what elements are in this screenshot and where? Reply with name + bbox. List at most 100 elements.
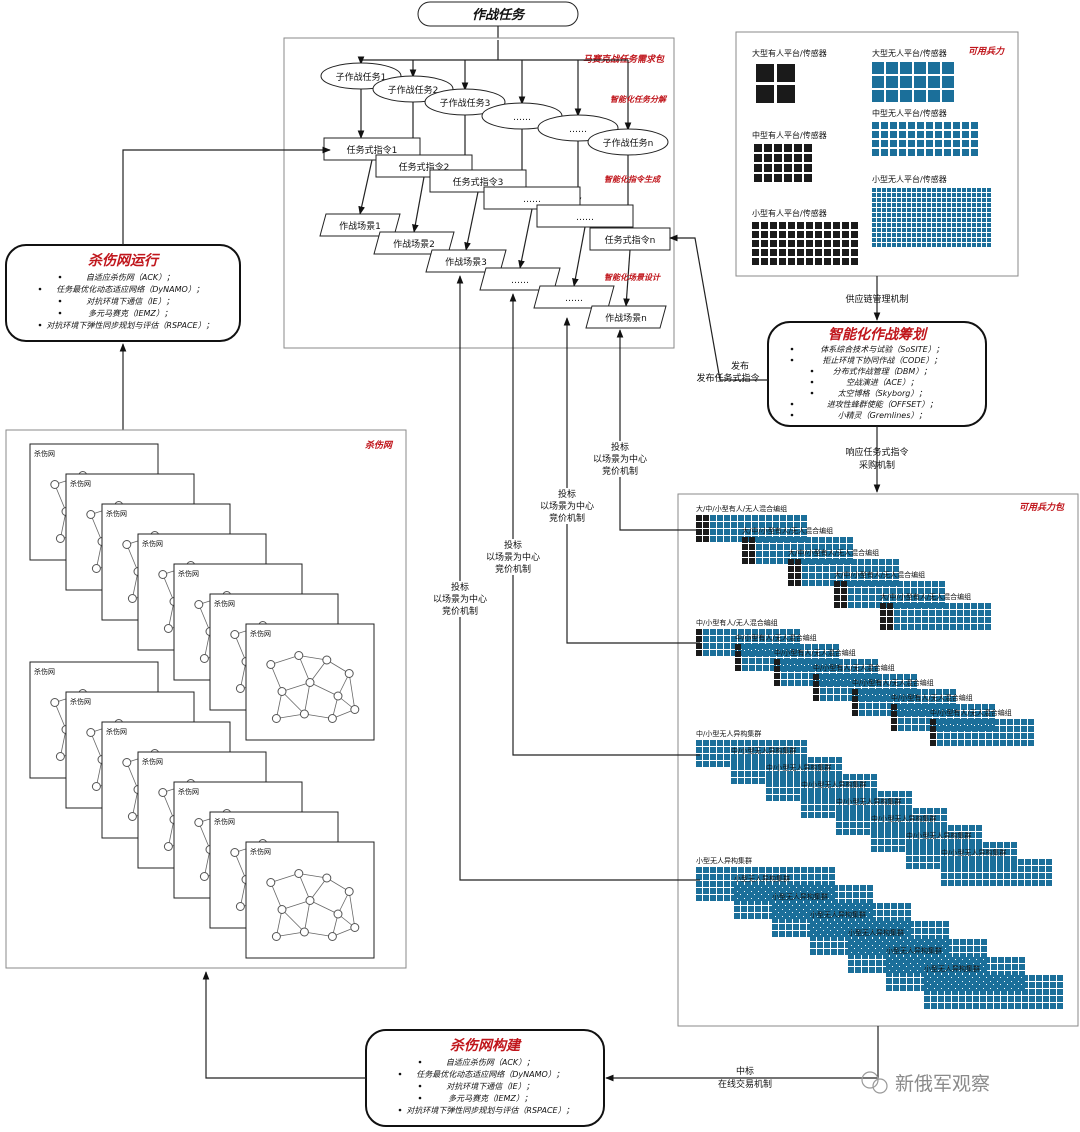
force-pack-item-label: 中/小型有人/无人混合编组 bbox=[813, 663, 895, 672]
order-label: …… bbox=[523, 195, 541, 205]
list-item: 多元马赛克（IEMZ）； bbox=[448, 1094, 532, 1103]
wechat-icon bbox=[861, 1071, 879, 1089]
list-item: 任务最优化动态适应网络（DyNAMO）； bbox=[416, 1070, 564, 1079]
step-label: 智能化任务分解 bbox=[610, 95, 668, 104]
subtask-label: 子作战任务3 bbox=[440, 97, 491, 109]
order-label: 任务式指令n bbox=[605, 234, 656, 246]
step-label: 智能化指令生成 bbox=[604, 175, 662, 184]
list-item: 多元马赛克（IEMZ）； bbox=[88, 309, 172, 318]
scene-label: …… bbox=[565, 294, 583, 304]
killweb-build-title: 杀伤网构建 bbox=[450, 1037, 522, 1054]
list-item: 对抗环境下通信（IE）； bbox=[446, 1082, 533, 1091]
planning-title: 智能化作战筹划 bbox=[828, 326, 929, 343]
list-item: 对抗环境下弹性同步规划与评估（RSPACE）； bbox=[46, 321, 213, 330]
force-category-label: 大型无人平台/传感器 bbox=[872, 48, 947, 58]
killweb-card-label: 杀伤网 bbox=[250, 629, 271, 638]
killweb-panel-label: 杀伤网 bbox=[365, 440, 394, 451]
force-pack-label: 可用兵力包 bbox=[1019, 502, 1065, 513]
force-pack-item-label: 大/中/小型有人/无人混合编组 bbox=[834, 570, 925, 579]
subtask-label: 子作战任务n bbox=[603, 137, 654, 149]
killweb-card-label: 杀伤网 bbox=[178, 787, 199, 796]
force-pack-item-label: 小型无人异构集群 bbox=[886, 946, 942, 955]
forces-grid: 大型有人平台/传感器大型无人平台/传感器中型有人平台/传感器中型无人平台/传感器… bbox=[752, 48, 991, 265]
list-item: 分布式作战管理（DBM）； bbox=[833, 367, 932, 376]
bid-label: 以场景为中心 bbox=[593, 453, 647, 465]
force-pack-item-label: 小型无人异构集群 bbox=[696, 856, 752, 865]
small-unmanned-grid bbox=[872, 188, 991, 247]
force-pack-item-label: 中/小型有人/无人混合编组 bbox=[930, 708, 1012, 717]
force-pack-item-label: 中/小型无人异构集群 bbox=[731, 746, 796, 755]
bid-labels: 投标以场景为中心竞价机制投标以场景为中心竞价机制投标以场景为中心竞价机制投标以场… bbox=[432, 441, 648, 617]
force-pack-item-label: 大/中/小型有人/无人混合编组 bbox=[788, 548, 879, 557]
forces-panel-label: 可用兵力 bbox=[968, 46, 1005, 57]
killweb-card-label: 杀伤网 bbox=[214, 599, 235, 608]
force-pack-item-label: 中/小型有人/无人混合编组 bbox=[735, 633, 817, 642]
medium-manned-grid bbox=[754, 144, 812, 182]
force-pack-groups: 大/中/小型有人/无人混合编组大/中/小型有人/无人混合编组大/中/小型有人/无… bbox=[696, 504, 1063, 1009]
subtask-label: 子作战任务2 bbox=[388, 84, 439, 96]
bid-label: 投标 bbox=[611, 441, 629, 453]
killweb-run-title: 杀伤网运行 bbox=[88, 252, 161, 269]
force-category-label: 中型有人平台/传感器 bbox=[752, 130, 827, 140]
subtask-label: 子作战任务1 bbox=[336, 71, 387, 83]
bid-label: 以场景为中心 bbox=[540, 500, 594, 512]
killweb-cards: 杀伤网杀伤网杀伤网杀伤网杀伤网杀伤网杀伤网杀伤网杀伤网杀伤网杀伤网杀伤网杀伤网杀… bbox=[29, 443, 375, 959]
watermark-text: 新俄军观察 bbox=[895, 1073, 990, 1095]
force-category-label: 中型无人平台/传感器 bbox=[872, 108, 947, 118]
scene-label: 作战场景3 bbox=[445, 256, 487, 268]
killweb-card-label: 杀伤网 bbox=[34, 667, 55, 676]
scene-node bbox=[585, 305, 667, 329]
planning-box: 智能化作战筹划 体系综合技术与试验（SoSITE）； 拒止环境下协同作战（CODE… bbox=[767, 321, 987, 427]
killweb-card-label: 杀伤网 bbox=[214, 817, 235, 826]
killweb-card-label: 杀伤网 bbox=[70, 697, 91, 706]
killweb-card-label: 杀伤网 bbox=[178, 569, 199, 578]
bid-label: 投标 bbox=[504, 539, 522, 551]
force-pack-item-label: 中/小型有人/无人混合编组 bbox=[852, 678, 934, 687]
response-label-1: 响应任务式指令 bbox=[845, 446, 908, 458]
bid-label: 以场景为中心 bbox=[486, 551, 540, 563]
force-pack-item-label: 大/中/小型有人/无人混合编组 bbox=[696, 504, 787, 513]
force-pack-item-label: 中/小型无人异构集群 bbox=[801, 780, 866, 789]
list-item: 太空博格（Skyborg）； bbox=[838, 389, 927, 398]
scene-label: …… bbox=[511, 276, 529, 286]
large-unmanned-grid bbox=[872, 62, 954, 102]
force-pack-item-label: 小型无人异构集群 bbox=[734, 874, 790, 883]
force-pack-item-label: 中/小型无人异构集群 bbox=[941, 848, 1006, 857]
killweb-card: 杀伤网 bbox=[245, 841, 375, 959]
list-item: 进攻性蜂群使能（OFFSET）； bbox=[827, 400, 938, 409]
killweb-run-box: 杀伤网运行 自适应杀伤网（ACK）；任务最优化动态适应网络（DyNAMO）；对抗… bbox=[5, 244, 241, 342]
killweb-card-label: 杀伤网 bbox=[70, 479, 91, 488]
bid-label: 竞价机制 bbox=[495, 563, 531, 575]
small-manned-grid bbox=[752, 222, 858, 265]
killweb-card: 杀伤网 bbox=[245, 623, 375, 741]
force-pack-item-label: 大/中/小型有人/无人混合编组 bbox=[880, 592, 971, 601]
force-pack-item-label: 中/小型有人/无人混合编组 bbox=[696, 618, 778, 627]
list-item: 小精灵（Gremlines）； bbox=[838, 411, 927, 420]
scene-label: 作战场景n bbox=[605, 312, 647, 324]
force-pack-item-label: 中/小型有人/无人混合编组 bbox=[891, 693, 973, 702]
list-item: 拒止环境下协同作战（CODE）； bbox=[822, 356, 941, 365]
list-item: 空战演进（ACE）； bbox=[846, 378, 918, 387]
force-pack-item-label: 小型无人异构集群 bbox=[772, 892, 828, 901]
large-manned-grid bbox=[756, 64, 795, 103]
bid-label: 竞价机制 bbox=[549, 512, 585, 524]
watermark: 新俄军观察 bbox=[861, 1071, 990, 1095]
publish-label-1: 发布 bbox=[731, 360, 749, 372]
force-pack-item-label: 小型无人异构集群 bbox=[924, 964, 980, 973]
task-title: 作战任务 bbox=[472, 7, 526, 23]
list-item: 对抗环境下通信（IE）； bbox=[86, 297, 173, 306]
force-pack-item-label: 中/小型无人异构集群 bbox=[766, 763, 831, 772]
medium-unmanned-grid bbox=[872, 122, 978, 156]
list-item: 体系综合技术与试验（SoSITE）； bbox=[820, 345, 943, 354]
bid-label: 投标 bbox=[451, 581, 469, 593]
force-category-label: 小型有人平台/传感器 bbox=[752, 208, 827, 218]
order-label: …… bbox=[576, 213, 594, 223]
scene-label: 作战场景1 bbox=[339, 220, 381, 232]
order-label: 任务式指令3 bbox=[453, 176, 504, 188]
supply-label: 供应链管理机制 bbox=[845, 293, 908, 305]
bid-label: 以场景为中心 bbox=[433, 593, 487, 605]
force-pack-item-label: 大/中/小型有人/无人混合编组 bbox=[742, 526, 833, 535]
killweb-card-label: 杀伤网 bbox=[142, 539, 163, 548]
force-pack-item-label: 中/小型无人异构集群 bbox=[836, 797, 901, 806]
